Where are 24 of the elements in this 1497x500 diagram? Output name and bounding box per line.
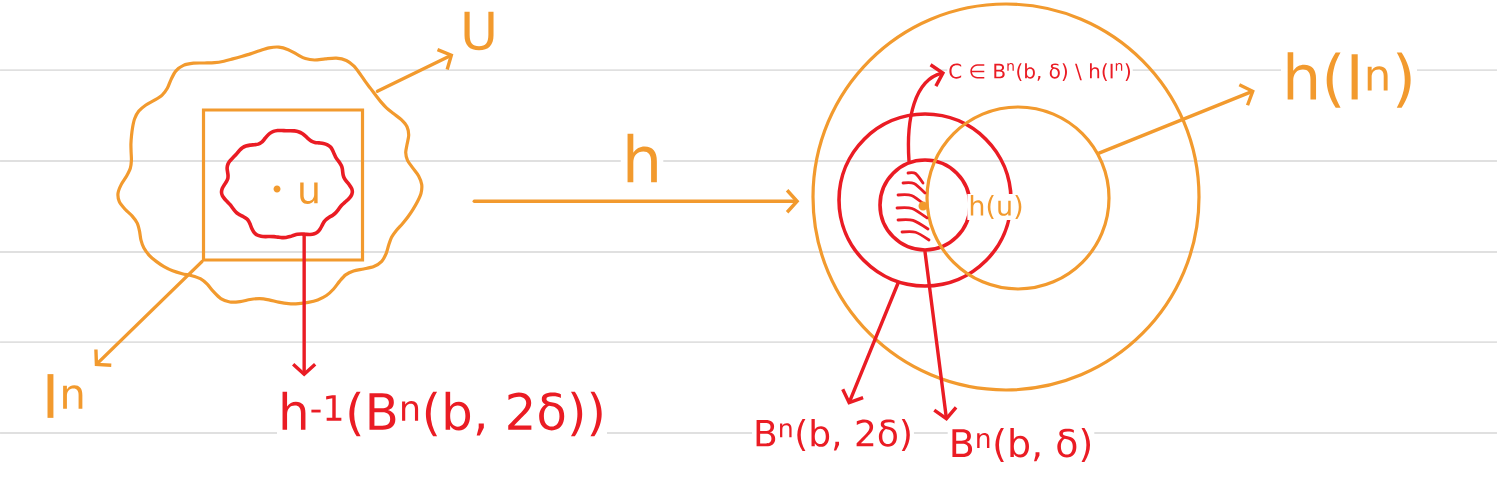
set-label: h$^{-1}$(B$^{n}$(b, 2δ))	[277, 390, 607, 438]
arrow	[375, 48, 454, 93]
ball-circle	[878, 158, 972, 252]
arrow	[1097, 83, 1255, 155]
set-label: U	[459, 10, 500, 52]
set-label: h(I$^{n}$)	[1281, 51, 1417, 109]
outer-circle	[811, 2, 1201, 392]
square-region	[201, 108, 365, 262]
blob-region	[219, 128, 355, 240]
edge-label: h	[620, 132, 664, 184]
image-circle	[925, 105, 1111, 291]
arrow	[94, 259, 204, 367]
arrow	[472, 189, 800, 214]
point-label: h(u)	[967, 193, 1025, 221]
set-label: B$^{n}$(b, δ)	[947, 427, 1095, 463]
set-label: B$^{n}$(b, 2δ)	[752, 417, 914, 453]
arrow	[906, 63, 946, 163]
annotation-text: C ∈ B$^{n}$(b, δ) \ h(I$^{n}$)	[947, 62, 1133, 82]
arrow	[292, 233, 317, 377]
arrow	[841, 281, 900, 405]
arrow	[923, 250, 958, 421]
wavy-region	[116, 45, 424, 306]
set-label: I$^{n}$	[40, 373, 88, 419]
point-label: u	[295, 181, 323, 205]
